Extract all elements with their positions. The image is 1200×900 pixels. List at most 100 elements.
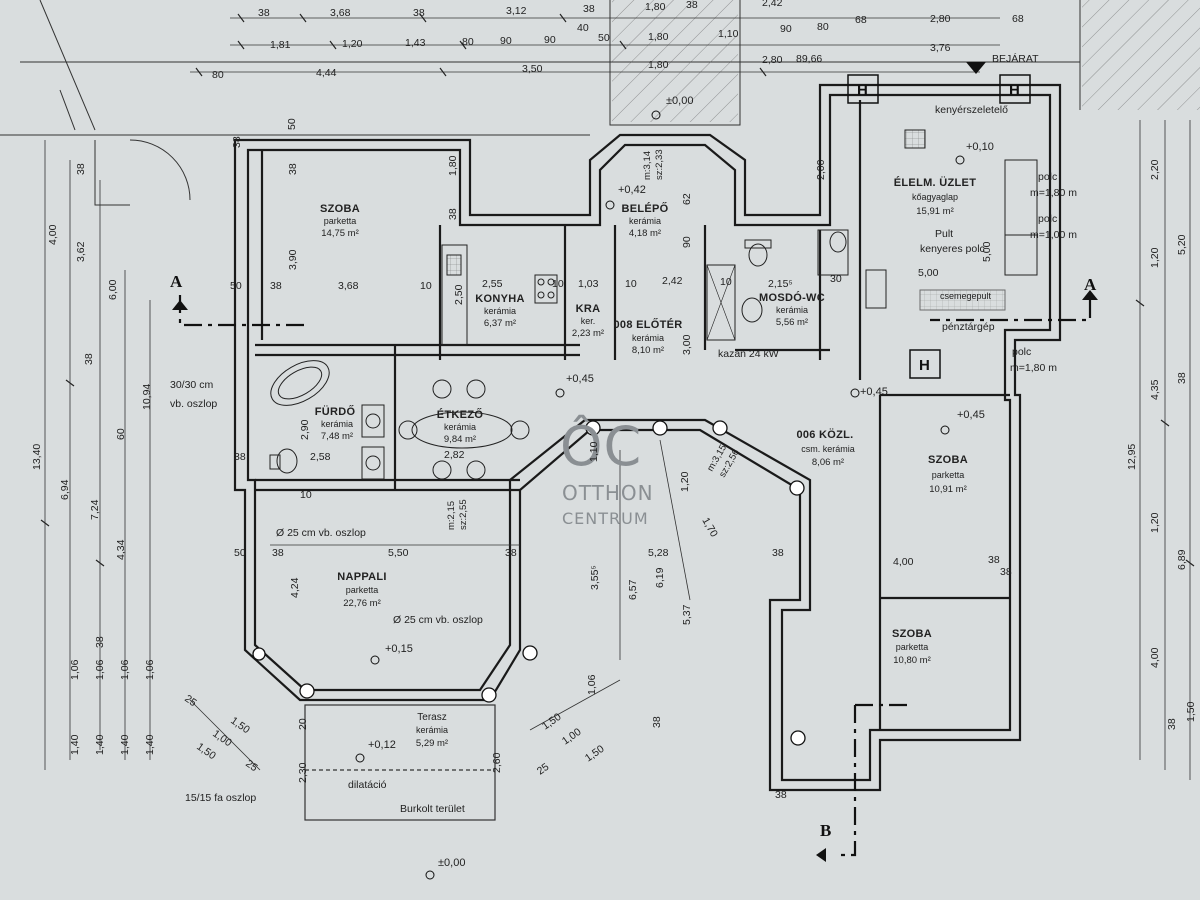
dim-label: 80 <box>462 36 474 48</box>
room-area: 8,06 m² <box>812 457 844 468</box>
dim-label: 2,30 <box>297 762 309 783</box>
columns <box>252 420 806 746</box>
room-elelm-uzlet: ÉLELM. ÜZLET kőagyaglap 15,91 m² <box>894 176 976 217</box>
counter-note: Pult <box>935 228 953 240</box>
room-material: kerámia <box>484 306 516 316</box>
room-area: 4,18 m² <box>629 228 661 239</box>
dim-label: 3,50 <box>522 63 543 75</box>
room-material: parketta <box>932 470 965 480</box>
level-label: +0,10 <box>966 141 994 153</box>
level-marker-icon <box>370 655 380 665</box>
dim-label: 3,76 <box>930 42 951 54</box>
dim-label: 38 <box>272 547 284 559</box>
section-b: B <box>820 821 831 840</box>
dims-top-row3: 80 4,44 3,50 1,80 2,80 89,66 <box>212 53 822 81</box>
paved-area-note: Burkolt terület <box>400 803 465 815</box>
room-name: SZOBA <box>928 454 968 466</box>
dim-label: 1,03 <box>578 278 599 290</box>
dim-label: 38 <box>1000 566 1012 578</box>
entrance-arrow-icon <box>966 62 986 74</box>
watermark-logo: ÔC <box>560 415 642 478</box>
shop-note: kenyérszeletelő <box>935 104 1008 116</box>
section-arrow-b-icon <box>816 848 826 862</box>
dim-label: 6,94 <box>59 479 71 500</box>
walls <box>233 83 1062 792</box>
room-name: MOSDÓ-WC <box>759 291 825 304</box>
annotations: BEJÁRAT kenyérszeletelő Pult kenyeres po… <box>170 52 1077 815</box>
dim-label: 1,80 <box>447 155 459 176</box>
room-area: 5,56 m² <box>776 317 808 328</box>
dim-label: 38 <box>988 554 1000 566</box>
terrace <box>304 704 496 821</box>
dim-label: 1,50 <box>1185 701 1197 722</box>
room-area: 2,23 m² <box>572 328 604 339</box>
room-material: parketta <box>896 642 929 652</box>
dim-label: 10 <box>300 489 312 501</box>
bread-shelf-note: kenyeres polc <box>920 243 985 255</box>
dim-label: 38 <box>686 0 698 11</box>
dim-label: 1,06 <box>119 659 131 680</box>
shelf3-note: polc <box>1012 346 1031 358</box>
room-etkezo: ÉTKEZŐ kerámia 9,84 m² <box>437 408 483 445</box>
dim-label: 7,24 <box>89 499 101 520</box>
svg-text:H: H <box>919 357 930 374</box>
room-material: kőagyaglap <box>912 192 958 202</box>
room-material: kerámia <box>444 422 476 432</box>
dim-label: 2,60 <box>491 752 503 773</box>
dim-label: 10 <box>552 278 564 290</box>
dim-label: 38 <box>234 451 246 463</box>
wood-column-note: 15/15 fa oszlop <box>185 792 256 804</box>
room-kra: KRA ker. 2,23 m² <box>572 303 604 339</box>
column-small-note: 30/30 cm <box>170 379 213 391</box>
level-label: +0,45 <box>860 386 888 398</box>
svg-text:H: H <box>857 82 868 99</box>
chimney-blocks <box>847 74 1031 379</box>
room-material: kerámia <box>629 216 661 226</box>
dim-label: 38 <box>583 3 595 15</box>
dim-label: 40 <box>577 22 589 34</box>
dim-label: 2,55 <box>482 278 503 290</box>
room-mosdo-wc: MOSDÓ-WC kerámia 5,56 m² <box>759 291 825 328</box>
dim-label: 1,40 <box>144 734 156 755</box>
room-nappali: NAPPALI parketta 22,76 m² <box>337 571 386 609</box>
dim-label: 89,66 <box>796 53 822 65</box>
watermark-line1: OTTHON <box>562 481 654 505</box>
boiler-note: kazán 24 kW <box>718 348 779 360</box>
section-arrow-a-left-icon <box>172 300 188 310</box>
room-name: KONYHA <box>475 293 524 305</box>
section-a-left: A <box>170 272 183 291</box>
gate <box>94 139 191 206</box>
room-name: 008 ELŐTÉR <box>613 318 682 331</box>
dim-label: 2,20 <box>1149 159 1161 180</box>
level-label: +0,12 <box>368 739 396 751</box>
section-a-right: A <box>1084 275 1097 294</box>
level-label: +0,42 <box>618 184 646 196</box>
room-area: 7,48 m² <box>321 431 353 442</box>
dim-label: 1,06 <box>144 659 156 680</box>
shelf2-note: polc <box>1038 213 1057 225</box>
level-marker-icon <box>955 155 965 165</box>
room-material: parketta <box>324 216 357 226</box>
dim-label: 50 <box>286 118 298 130</box>
dim-label: 10,94 <box>141 384 153 410</box>
dim-label: 38 <box>772 547 784 559</box>
dim-label: 68 <box>855 14 867 26</box>
dim-label: 1,40 <box>119 734 131 755</box>
shelf-size-note: 5,00 <box>918 267 939 279</box>
level-marker-icon <box>850 388 860 398</box>
room-area: 10,91 m² <box>929 484 967 495</box>
dim-label: 1,80 <box>648 31 669 43</box>
room-name: Terasz <box>417 712 446 723</box>
room-name: SZOBA <box>892 628 932 640</box>
dim-label: 38 <box>1166 718 1178 730</box>
dim-label: 4,00 <box>47 224 59 245</box>
dim-label: 90 <box>681 236 693 248</box>
dim-label: 5,37 <box>681 604 693 625</box>
dim-label: 38 <box>447 208 459 220</box>
room-area: 6,37 m² <box>484 318 516 329</box>
shelf1-height: m=1,80 m <box>1030 187 1077 199</box>
